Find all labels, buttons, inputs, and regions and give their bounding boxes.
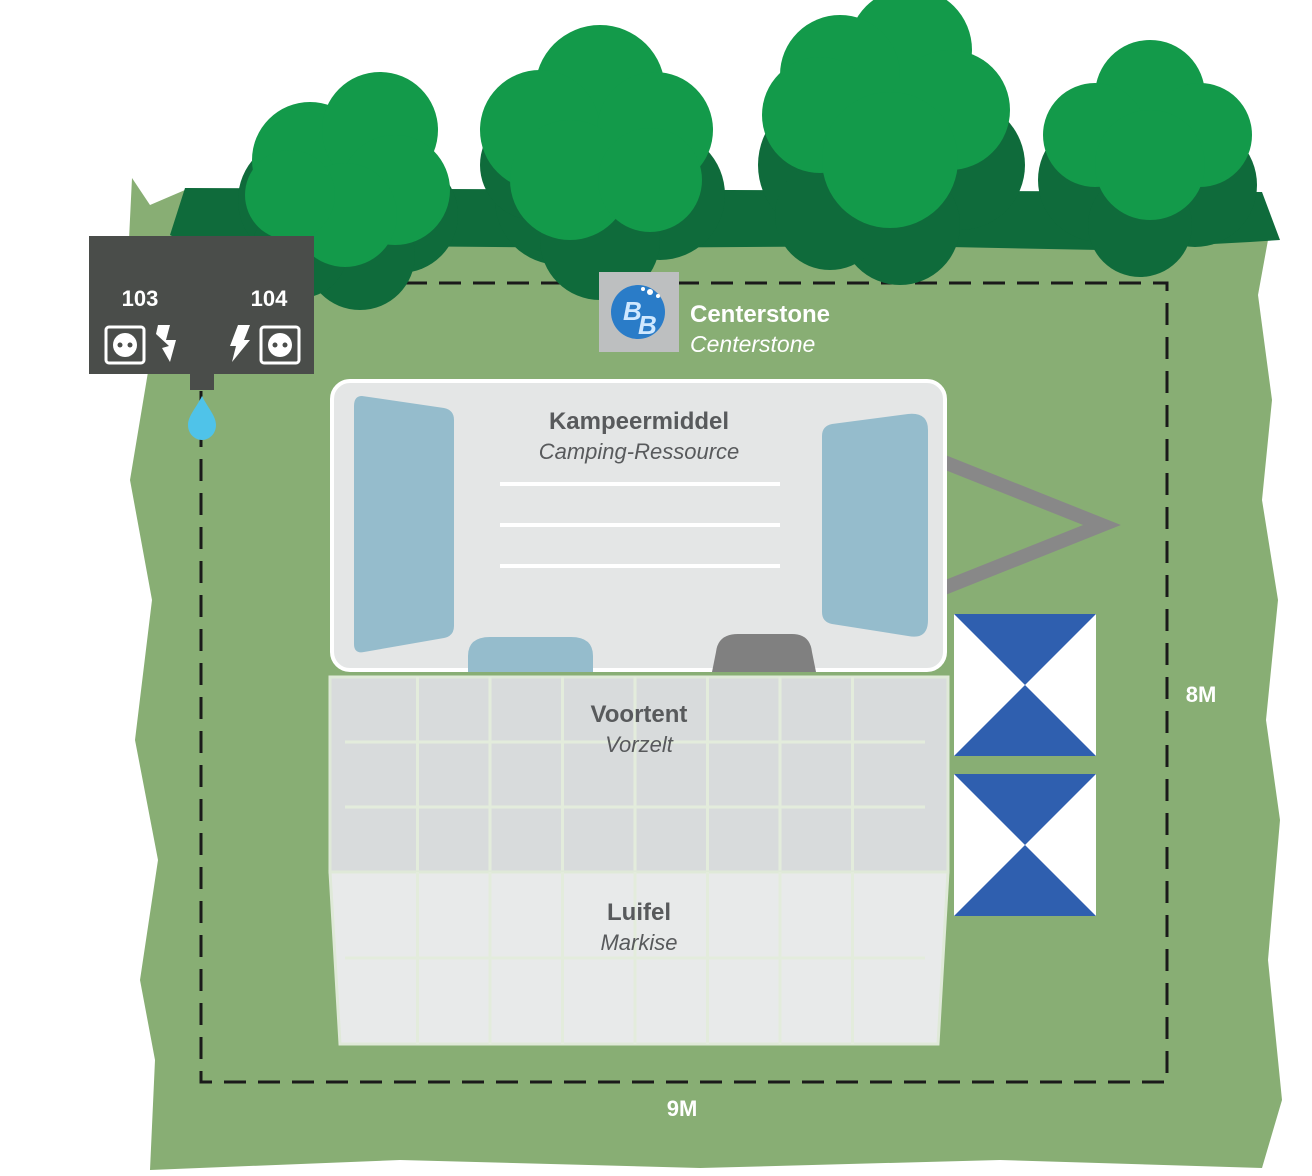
dimension-width-label: 9M	[667, 1096, 698, 1121]
chair-1	[954, 614, 1096, 756]
camper-label: Kampeermiddel	[549, 408, 729, 435]
luifel-grid	[345, 872, 925, 1044]
utility-number-right: 104	[251, 286, 288, 311]
voortent-grid	[345, 677, 925, 872]
voortent-label: Voortent	[591, 701, 688, 728]
tree-1	[238, 72, 458, 310]
camper-window-right	[822, 413, 928, 637]
tree-2	[480, 25, 725, 300]
voortent-area	[328, 675, 950, 874]
utility-number-left: 103	[122, 286, 159, 311]
camper-window-left	[354, 396, 454, 653]
voortent: Voortent Vorzelt	[328, 675, 950, 874]
water-drop-icon	[188, 396, 216, 440]
luifel: Luifel Markise	[328, 870, 950, 1046]
brand-subtitle: Centerstone	[690, 331, 815, 357]
camper-sublabel: Camping-Ressource	[539, 439, 740, 464]
voortent-sublabel: Vorzelt	[605, 732, 674, 757]
svg-text:B: B	[623, 296, 642, 326]
utility-post-pipe	[190, 370, 214, 390]
tree-3	[758, 0, 1025, 285]
brand-name: Centerstone	[690, 301, 830, 328]
camper: Kampeermiddel Camping-Ressource	[330, 379, 947, 672]
dimension-depth-label: 8M	[1186, 682, 1217, 707]
lightning-icon	[156, 325, 176, 362]
lightning-icon	[230, 325, 250, 362]
brand-logo: B B	[599, 272, 679, 352]
power-socket-icon	[259, 325, 301, 365]
tree-4	[1038, 40, 1257, 277]
luifel-sublabel: Markise	[600, 930, 677, 955]
camper-wheel	[712, 634, 816, 672]
power-socket-icon	[104, 325, 146, 365]
chair-2	[954, 774, 1096, 916]
camper-door-step	[468, 637, 593, 672]
luifel-label: Luifel	[607, 899, 671, 926]
utility-post: 103 104	[89, 236, 314, 440]
camper-drawbar	[941, 455, 1121, 595]
svg-text:B: B	[638, 310, 657, 340]
pitch-boundary	[199, 281, 1169, 1084]
